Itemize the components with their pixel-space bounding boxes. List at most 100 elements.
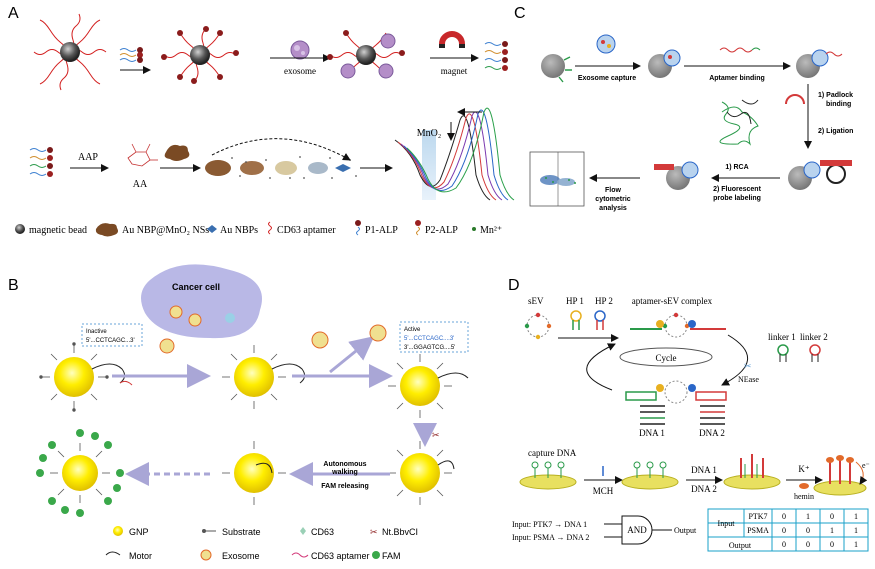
legend-mn: Mn²⁺ [480,225,502,236]
absorption-spectra [394,107,515,201]
gnp-walker-5 [222,441,286,505]
bead-with-aptamers [33,13,107,91]
complex-label: aptamer-sEV complex [632,296,713,306]
magnetic-bead-icon [60,42,80,62]
legend-aptamer: CD63 aptamer [277,225,336,236]
panel-c-label: C [514,5,526,22]
walking-label-2: walking [331,469,358,476]
exosome-icon [311,331,329,349]
panel-b-label: B [8,277,19,294]
table-ptk7-row: 0 1 0 1 [782,512,858,521]
ligation-label: 2) Ligation [818,128,853,135]
exosome-label: exosome [284,66,316,76]
panel-a-legend: magnetic bead Au NBP@MnO₂ NSs Au NBPs CD… [15,220,502,237]
gnp-walker-4 [388,441,455,505]
aptamer-icon [291,552,309,558]
legend-cd63: CD63 [311,527,334,537]
probe-set-icon [119,47,143,63]
magnetic-bead-icon [190,45,210,65]
linker-icon [777,344,821,362]
ascorbic-acid-structure-icon [127,143,158,167]
gnp-walker-2 [222,345,306,409]
hairpin-icon [570,310,606,330]
electrode-icon [621,461,679,490]
hp1-label: HP 1 [566,296,584,306]
input1-label: Input: PTK7 → DNA 1 [512,520,587,529]
cancer-cell-icon [141,264,262,339]
arrow [329,336,375,374]
legend-fam: FAM [382,551,401,561]
magnetic-bead-icon [15,224,25,234]
hemin-label: hemin [794,492,814,501]
flow-label-2: cytometric [595,196,631,203]
inactive-box [81,323,143,347]
nease-label: NEase [738,375,759,384]
inactive-sequence: 5'...CCTCAGC...3' [86,338,135,344]
legend-p1: P1-ALP [365,225,398,236]
capture-dna-label: capture DNA [528,448,577,458]
released-probes-icon [484,41,508,71]
exosome-icon [169,305,235,327]
aptamer-icon [719,47,753,53]
bead-with-probes [161,26,239,84]
cd63-icon [300,527,306,535]
input2-label: Input: PSMA → DNA 2 [512,533,589,542]
nease-scissors-icon: ✂ [744,361,752,371]
aptamer-binding-label: Aptamer binding [709,75,765,82]
legend-nss: Au NBP@MnO₂ NSs [122,225,209,236]
linker1-label: linker 1 [768,332,796,342]
exosome-capture-label: Exosome capture [578,75,636,82]
fam-icon [372,551,380,559]
mch-label: MCH [593,486,614,496]
panel-d: D sEV HP 1 HP 2 aptamer-sEV complex link… [508,277,870,552]
bead-exosome-complex [327,30,405,79]
legend-substrate: Substrate [222,527,261,537]
table-cell: 0 [782,540,786,549]
table-input-label: Input [718,519,736,528]
cycle-arrow [721,334,748,386]
and-label: AND [627,525,647,535]
bead-padlock-icon [788,160,852,190]
gnp-icon [113,526,123,536]
linker2-label: linker 2 [800,332,828,342]
padlock-label-2: binding [826,101,851,108]
aptamer-icon [268,221,272,235]
table-cell: 1 [854,540,858,549]
table-psma-label: PSMA [747,526,769,535]
bead-rca-icon [654,161,699,190]
and-gate-icon [604,515,672,545]
table-cell: 0 [806,526,810,535]
table-cell: 0 [806,540,810,549]
scissors-icon: ✂ [370,527,378,537]
scissors-icon: ✂ [432,430,440,440]
padlock-icon [785,94,805,105]
panel-b-legend: GNP Substrate CD63 ✂ Nt.BbvCI Motor Exos… [105,526,418,561]
dna-strands [640,405,725,425]
table-cell: 0 [830,540,834,549]
exosome-icon [596,34,616,54]
gnp-walker-3 [388,354,469,418]
substrate-icon [202,529,216,533]
motor-icon [105,551,121,556]
flow-label-3: analysis [599,205,627,212]
fluor-label-2: probe labeling [713,195,761,202]
electrode-icon [813,455,868,496]
table-cell: 1 [830,526,834,535]
nbp-icon [207,225,217,233]
table-cell: 0 [830,512,834,521]
sev-icon [524,312,552,340]
nanosheet-icon [95,223,118,237]
legend-nt: Nt.BbvCI [382,527,418,537]
exosome-icon [159,338,175,354]
exosome-icon [369,324,387,342]
inactive-label: Inactive [86,329,107,335]
flow-label-1: Flow [605,187,621,194]
bead-aptamer-icon [796,49,843,78]
walking-label-3: FAM releasing [321,483,368,490]
cycle-label: Cycle [656,353,677,363]
mno2-label: MnO₂ [417,128,442,139]
table-cell: 1 [854,526,858,535]
panel-d-label: D [508,277,520,294]
dna2-label: DNA 2 [699,428,725,438]
gnp-fam-released [36,429,124,517]
